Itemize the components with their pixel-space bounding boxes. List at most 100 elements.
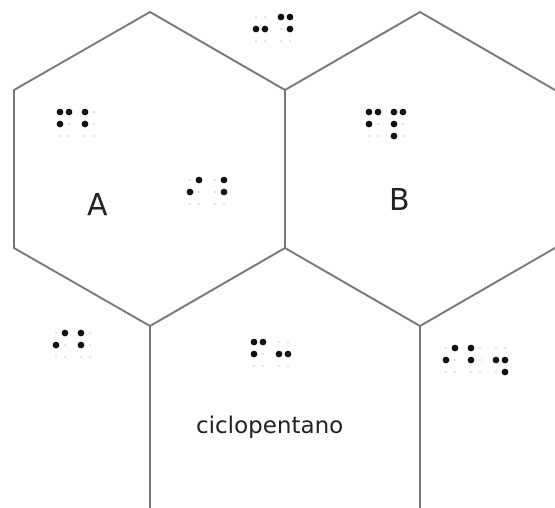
braille-bottom-left <box>52 329 91 358</box>
braille-blank-dot <box>64 356 66 358</box>
braille-blank-dot <box>377 135 379 137</box>
braille-blank-dot <box>55 356 57 358</box>
braille-bottom-center <box>250 338 292 367</box>
braille-blank-dot <box>262 365 264 367</box>
braille-blank-dot <box>264 40 266 42</box>
braille-blank-dot <box>495 371 497 373</box>
braille-blank-dot <box>89 344 91 346</box>
braille-dot <box>277 13 285 21</box>
braille-blank-dot <box>287 365 289 367</box>
hexagon-a-label: A <box>87 188 108 223</box>
braille-blank-dot <box>445 371 447 373</box>
braille-blank-dot <box>287 341 289 343</box>
braille-blank-dot <box>504 347 506 349</box>
braille-dot <box>399 108 407 116</box>
braille-blank-dot <box>255 40 257 42</box>
braille-top-center <box>252 13 294 42</box>
braille-blank-dot <box>368 135 370 137</box>
braille-dot <box>56 108 64 116</box>
braille-blank-dot <box>495 347 497 349</box>
braille-hex-a-mid <box>186 176 228 205</box>
braille-blank-dot <box>198 191 200 193</box>
braille-dot <box>451 344 459 352</box>
braille-dot <box>286 25 294 33</box>
braille-blank-dot <box>454 371 456 373</box>
braille-dot <box>442 356 450 364</box>
braille-dot <box>284 350 292 358</box>
braille-blank-dot <box>189 203 191 205</box>
braille-blank-dot <box>445 347 447 349</box>
braille-blank-dot <box>479 359 481 361</box>
braille-blank-dot <box>264 16 266 18</box>
braille-blank-dot <box>377 123 379 125</box>
braille-blank-dot <box>280 40 282 42</box>
hexagon-b-label: B <box>389 183 410 218</box>
braille-blank-dot <box>214 203 216 205</box>
braille-dot <box>501 368 509 376</box>
braille-dot <box>186 188 194 196</box>
hexagon-a-outline <box>13 11 286 327</box>
braille-blank-dot <box>93 123 95 125</box>
braille-blank-dot <box>89 332 91 334</box>
braille-blank-dot <box>64 344 66 346</box>
braille-dot <box>501 356 509 364</box>
braille-blank-dot <box>80 356 82 358</box>
braille-dot <box>81 120 89 128</box>
braille-dot <box>250 350 258 358</box>
braille-dot <box>61 329 69 337</box>
braille-dot <box>56 120 64 128</box>
braille-dot <box>220 188 228 196</box>
braille-blank-dot <box>402 135 404 137</box>
braille-blank-dot <box>470 371 472 373</box>
braille-blank-dot <box>278 365 280 367</box>
braille-dot <box>81 108 89 116</box>
braille-blank-dot <box>479 347 481 349</box>
braille-dot <box>275 350 283 358</box>
braille-blank-dot <box>89 356 91 358</box>
braille-dot <box>77 329 85 337</box>
braille-blank-dot <box>280 28 282 30</box>
braille-blank-dot <box>55 332 57 334</box>
braille-blank-dot <box>479 371 481 373</box>
hexagon-b-outline <box>284 11 555 91</box>
braille-blank-dot <box>59 135 61 137</box>
braille-blank-dot <box>214 179 216 181</box>
braille-blank-dot <box>402 123 404 125</box>
braille-dot <box>365 108 373 116</box>
braille-blank-dot <box>68 123 70 125</box>
braille-blank-dot <box>189 179 191 181</box>
braille-blank-dot <box>93 135 95 137</box>
braille-dot <box>390 132 398 140</box>
braille-blank-dot <box>68 135 70 137</box>
braille-dot <box>374 108 382 116</box>
braille-dot <box>390 108 398 116</box>
braille-blank-dot <box>84 135 86 137</box>
braille-dot <box>195 176 203 184</box>
braille-blank-dot <box>223 203 225 205</box>
braille-dot <box>52 341 60 349</box>
cyclopentane-label: ciclopentano <box>196 413 344 439</box>
braille-blank-dot <box>454 359 456 361</box>
braille-dot <box>65 108 73 116</box>
braille-blank-dot <box>289 40 291 42</box>
braille-bottom-right <box>442 344 509 376</box>
braille-dot <box>467 356 475 364</box>
braille-blank-dot <box>278 341 280 343</box>
braille-hex-b-top <box>365 108 407 140</box>
braille-dot <box>390 120 398 128</box>
braille-dot <box>286 13 294 21</box>
braille-hex-a-top <box>56 108 95 137</box>
braille-dot <box>365 120 373 128</box>
braille-dot <box>77 341 85 349</box>
braille-dot <box>252 25 260 33</box>
braille-dot <box>467 344 475 352</box>
braille-blank-dot <box>262 353 264 355</box>
braille-blank-dot <box>214 191 216 193</box>
braille-dot <box>250 338 258 346</box>
braille-dot <box>261 25 269 33</box>
braille-blank-dot <box>255 16 257 18</box>
braille-blank-dot <box>198 203 200 205</box>
braille-dot <box>259 338 267 346</box>
